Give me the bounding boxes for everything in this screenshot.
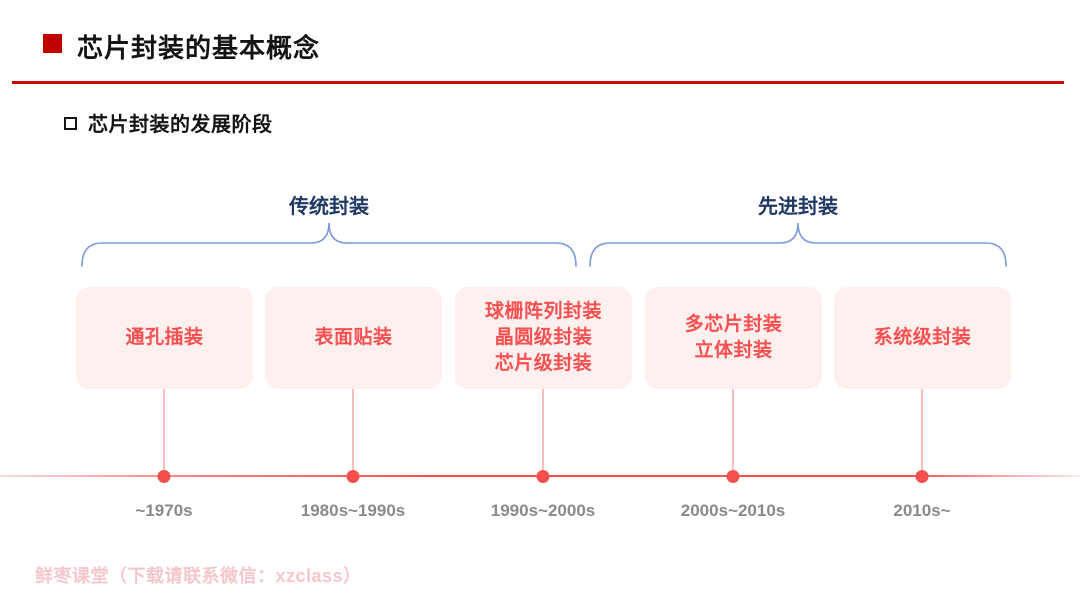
stage-label: 芯片级封装 <box>494 353 593 374</box>
stage-connector <box>732 389 734 476</box>
stage-connector <box>542 389 544 476</box>
group-label-advanced: 先进封装 <box>758 196 838 218</box>
timeline-dot <box>346 470 360 483</box>
stage-label: 系统级封装 <box>873 327 972 348</box>
section-subtitle: 芯片封装的发展阶段 <box>88 114 273 136</box>
title-bullet-icon <box>43 34 62 53</box>
timeline-dot <box>915 470 929 483</box>
period-label: ~1970s <box>135 501 193 520</box>
brace-advanced <box>589 222 1007 267</box>
stage-connector <box>352 389 354 476</box>
stage-label: 通孔插装 <box>125 327 204 348</box>
stage-box-sip: 系统级封装 <box>834 287 1011 389</box>
watermark-text: 鲜枣课堂（下载请联系微信：xzclass） <box>35 566 362 586</box>
timeline-dot <box>157 470 171 483</box>
stage-connector <box>921 389 923 476</box>
group-label-traditional: 传统封装 <box>289 196 369 218</box>
stage-box-mcp-3d: 多芯片封装 立体封装 <box>645 287 822 389</box>
stage-label: 立体封装 <box>694 340 773 361</box>
stage-connector <box>163 389 165 476</box>
page-title: 芯片封装的基本概念 <box>77 33 321 63</box>
stage-box-surface-mount: 表面贴装 <box>265 287 442 389</box>
stage-label: 晶圆级封装 <box>494 327 593 348</box>
stage-box-bga-wlp-csp: 球栅阵列封装 晶圆级封装 芯片级封装 <box>455 287 632 389</box>
brace-traditional <box>81 222 577 267</box>
stage-label: 多芯片封装 <box>684 314 783 335</box>
period-label: 1990s~2000s <box>490 501 596 520</box>
timeline-dot <box>536 470 550 483</box>
period-label: 2000s~2010s <box>680 501 786 520</box>
stage-label: 表面贴装 <box>314 327 393 348</box>
title-divider <box>12 81 1064 84</box>
period-label: 1980s~1990s <box>300 501 406 520</box>
stage-label: 球栅阵列封装 <box>484 301 602 322</box>
subtitle-bullet-icon <box>64 117 77 130</box>
stage-box-through-hole: 通孔插装 <box>76 287 253 389</box>
timeline-dot <box>726 470 740 483</box>
period-label: 2010s~ <box>893 501 951 520</box>
